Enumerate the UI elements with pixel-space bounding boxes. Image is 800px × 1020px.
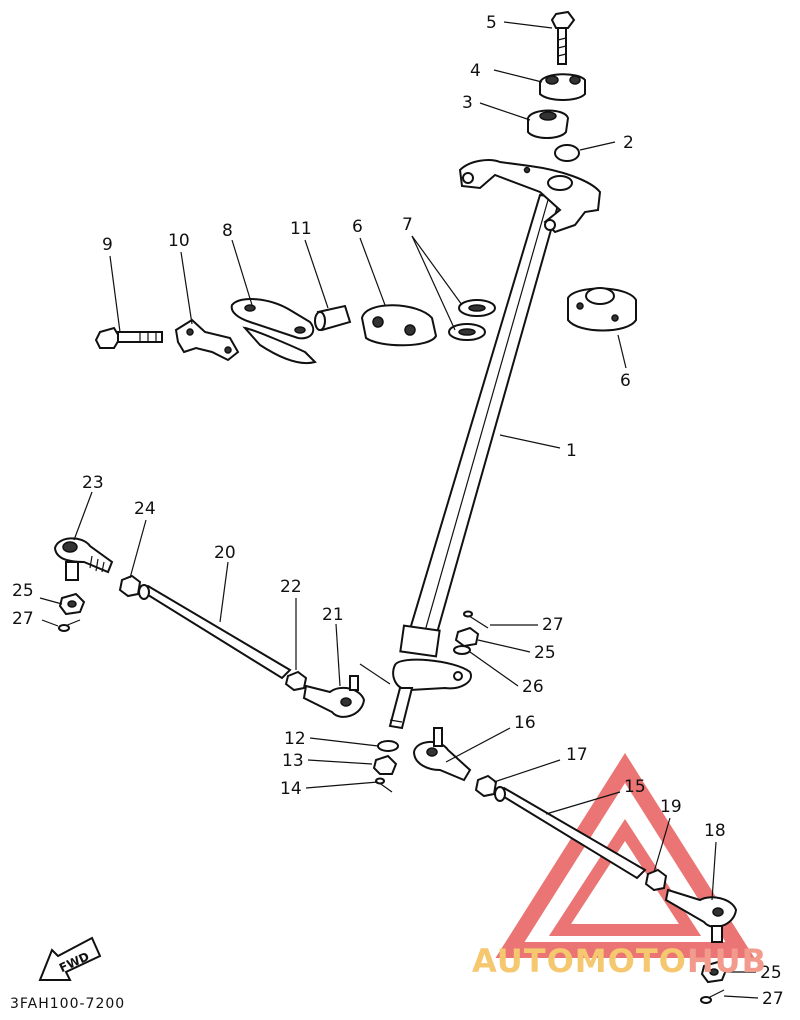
watermark-text-part2: HUB: [687, 942, 767, 980]
callout-13: 13: [282, 751, 304, 771]
part-13-nut: [372, 754, 398, 775]
callout-16: 16: [514, 713, 536, 733]
callout-19: 19: [660, 797, 682, 817]
callout-23: 23: [82, 473, 104, 493]
part-5-bolt: [550, 10, 576, 65]
callout-15: 15: [624, 777, 646, 797]
part-21-tie-rod-end-inner: [302, 675, 366, 718]
callout-27-left: 27: [12, 609, 34, 629]
part-3-bushing: [527, 109, 570, 139]
column-top-bracket: [458, 159, 602, 234]
part-16-tie-rod-end-right-inner: [412, 727, 472, 782]
part-27-cotter-pin-left: [58, 619, 81, 632]
part-18-tie-rod-end-right: [664, 888, 738, 943]
callout-1: 1: [566, 441, 577, 461]
callout-18: 18: [704, 821, 726, 841]
part-9-bolt: [94, 326, 163, 349]
leader-lines: [39, 21, 759, 999]
callout-9: 9: [102, 235, 113, 255]
callout-22: 22: [280, 577, 302, 597]
part-17-nut: [474, 774, 498, 798]
callout-20: 20: [214, 543, 236, 563]
part-19-nut: [644, 868, 668, 892]
callout-25-right: 25: [760, 963, 782, 983]
part-4-holder-cap: [539, 73, 586, 101]
callout-24: 24: [134, 499, 156, 519]
callout-7: 7: [402, 215, 413, 235]
callout-27-center: 27: [542, 615, 564, 635]
callout-8: 8: [222, 221, 233, 241]
watermark-text: AUTOMOTOHUB: [472, 942, 767, 980]
callout-27-right: 27: [762, 989, 784, 1009]
part-11-collar: [314, 304, 352, 332]
fwd-arrow: FWD: [38, 936, 102, 981]
callout-11: 11: [290, 219, 312, 239]
part-14-cotter-pin: [375, 777, 393, 793]
callout-10: 10: [168, 231, 190, 251]
callout-25-left: 25: [12, 581, 34, 601]
callout-6-left: 6: [352, 217, 363, 237]
callout-4: 4: [470, 61, 481, 81]
part-24-nut-left: [118, 574, 142, 598]
steering-column-shaft: [388, 193, 562, 730]
watermark-text-part1: AUTOMOTO: [472, 942, 687, 980]
part-27-cotter-pin-right: [700, 989, 725, 1004]
callout-25-center: 25: [534, 643, 556, 663]
callout-21: 21: [322, 605, 344, 625]
part-20-tie-rod-left: [137, 584, 292, 680]
callout-labels: 5 4 3 2 9 10 8 11 6 7 6 1 23 24 20 22 21…: [12, 13, 784, 1009]
part-23-tie-rod-end-left: [53, 537, 114, 581]
part-22-nut: [284, 670, 308, 692]
callout-17: 17: [566, 745, 588, 765]
diagram-code: 3FAH100-7200: [10, 996, 125, 1012]
part-26-washer: [453, 645, 471, 655]
callout-2: 2: [623, 133, 634, 153]
part-6-holder-left: [360, 304, 438, 347]
part-12-washer: [377, 740, 399, 752]
part-25-nut-center: [454, 626, 480, 648]
callout-3: 3: [462, 93, 473, 113]
callout-5: 5: [486, 13, 497, 33]
part-2-cap: [554, 144, 580, 162]
part-25-nut-right: [700, 960, 728, 984]
part-6-holder-right: [567, 287, 637, 332]
part-10-lock-plate: [174, 318, 240, 362]
watermark-triangle-outer: [495, 753, 755, 958]
callout-14: 14: [280, 779, 302, 799]
callout-6-right: 6: [620, 371, 631, 391]
callout-26: 26: [522, 677, 544, 697]
callout-12: 12: [284, 729, 306, 749]
part-15-tie-rod-right: [493, 786, 647, 880]
part-8-bracket: [230, 298, 317, 364]
part-27-cotter-pin-center: [463, 610, 489, 629]
part-25-nut-left: [58, 592, 86, 616]
part-7-washers: [448, 299, 496, 341]
